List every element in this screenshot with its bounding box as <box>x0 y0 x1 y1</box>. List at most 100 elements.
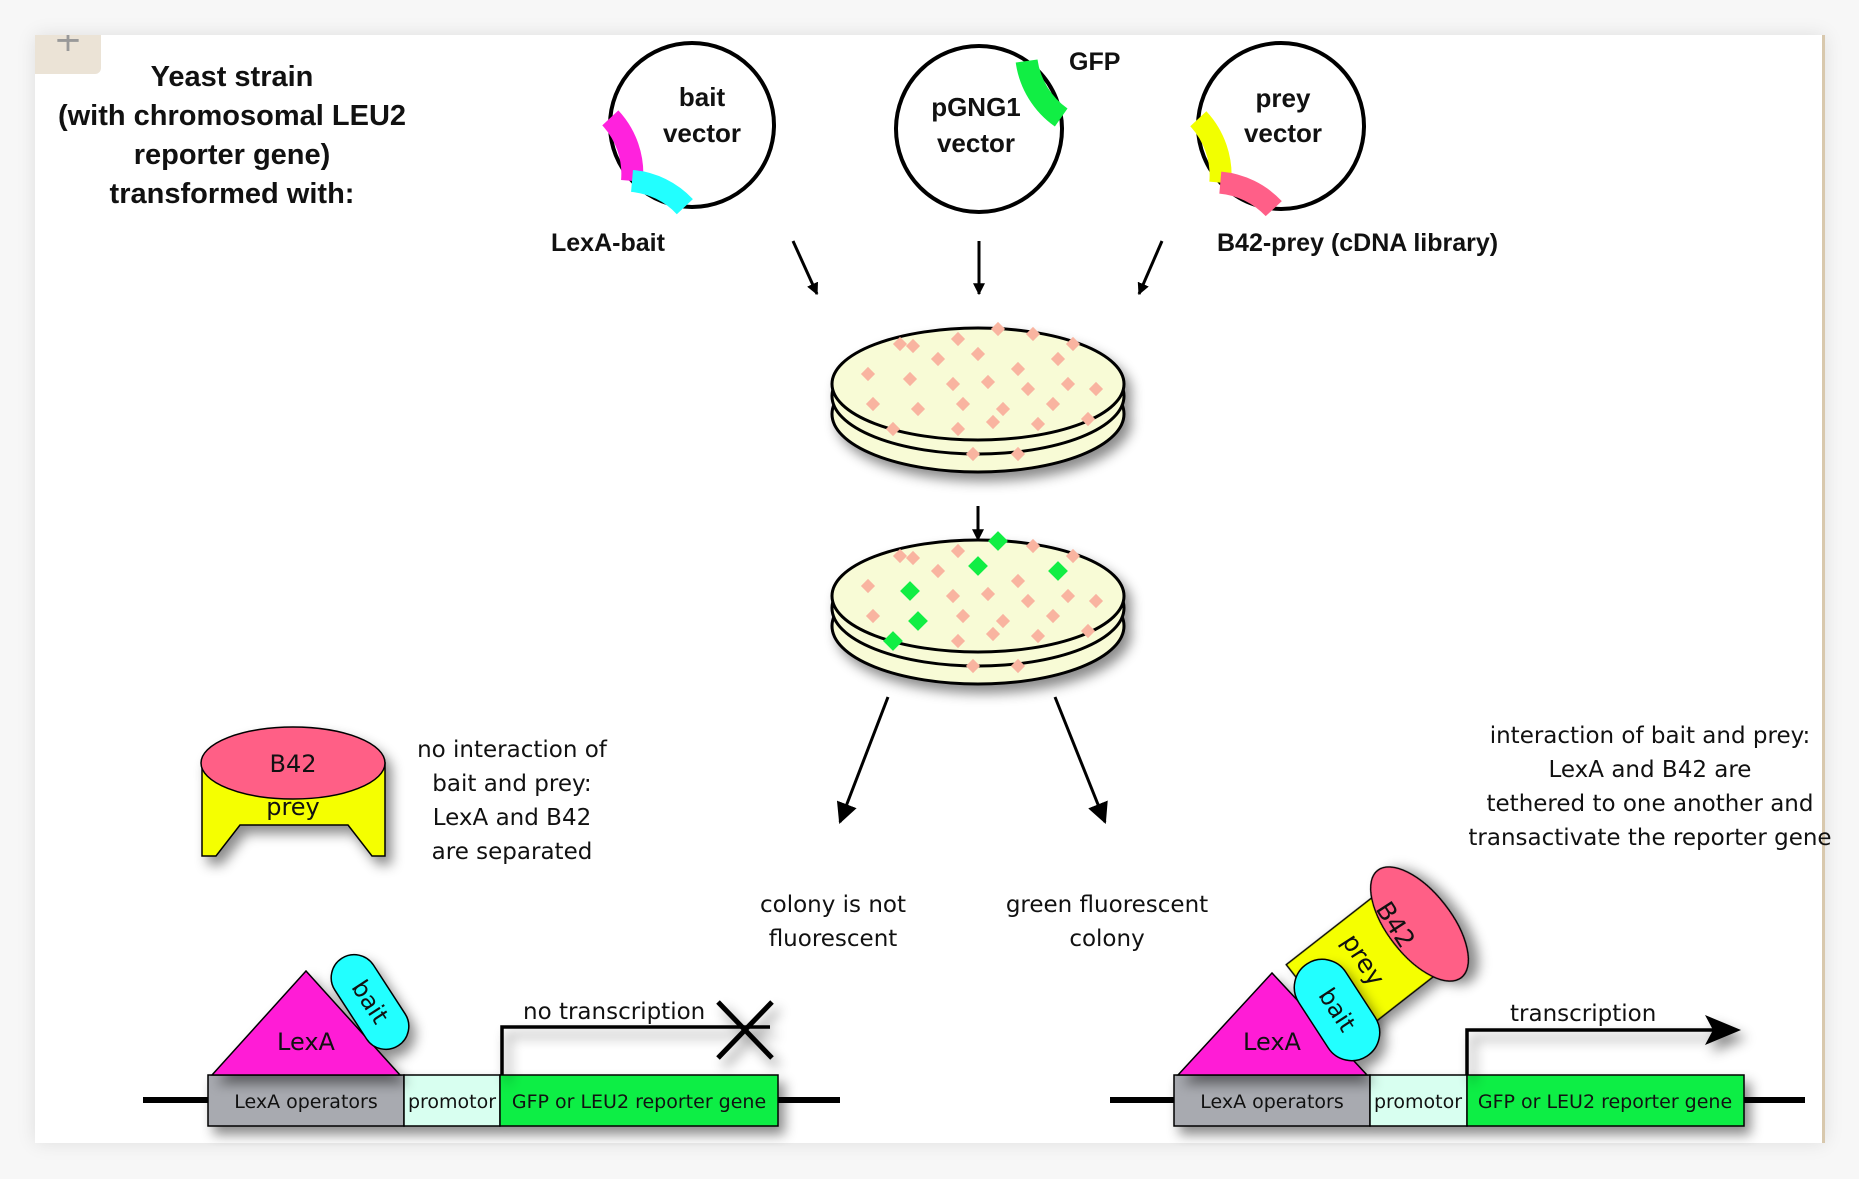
interaction-line: tethered to one another and <box>1487 791 1814 817</box>
colony <box>1020 593 1036 609</box>
promotor-label: promotor <box>408 1091 496 1113</box>
colony <box>950 633 966 649</box>
colony <box>1060 376 1076 392</box>
colony <box>1010 361 1026 377</box>
outcome-negative-line: fluorescent <box>769 926 898 952</box>
vector-name: bait <box>679 82 726 112</box>
title-line-4: transformed with: <box>110 178 355 210</box>
prey-segment <box>1218 171 1282 217</box>
colony <box>1030 416 1046 432</box>
colony <box>905 338 921 354</box>
title-line-2: (with chromosomal LEU2 <box>58 100 406 132</box>
colony <box>905 550 921 566</box>
colony <box>1065 336 1081 352</box>
right-reporter-construct: LexA operators promotor GFP or LEU2 repo… <box>1110 866 1805 1127</box>
gfp-segment <box>1015 59 1068 127</box>
transcription-line <box>500 1025 770 1075</box>
colony <box>865 608 881 624</box>
green-colony <box>1048 561 1068 581</box>
vector-name: prey <box>1256 83 1311 113</box>
colony <box>995 613 1011 629</box>
colony <box>1080 623 1096 639</box>
promotor-label: promotor <box>1374 1091 1462 1113</box>
colony <box>980 586 996 602</box>
colony <box>930 351 946 367</box>
colony <box>950 543 966 559</box>
colony <box>1088 593 1104 609</box>
petri-dish-screened <box>830 531 1126 686</box>
interaction-line: LexA and B42 are <box>1549 757 1752 783</box>
colony <box>910 401 926 417</box>
operators-box <box>207 1074 405 1127</box>
colony <box>995 401 1011 417</box>
vector-label: B42-prey (cDNA library) <box>1217 229 1498 257</box>
promotor-box <box>1369 1074 1468 1127</box>
colony <box>950 421 966 437</box>
promotor-box <box>403 1074 501 1127</box>
b42-top <box>200 726 386 800</box>
arrowhead-icon <box>1705 1015 1741 1045</box>
vector-name: vector <box>937 128 1015 158</box>
gene-label: GFP or LEU2 reporter gene <box>512 1091 766 1113</box>
arrow-icon <box>1053 696 1108 824</box>
title-line-3: reporter gene) <box>134 139 331 171</box>
colony <box>990 321 1006 337</box>
colony <box>1010 573 1026 589</box>
interaction-line: transactivate the reporter gene <box>1468 825 1831 851</box>
reporter-gene-box <box>1466 1074 1745 1127</box>
green-colony <box>900 581 920 601</box>
colony <box>1045 608 1061 624</box>
green-colony <box>908 611 928 631</box>
outcome-negative-line: colony is not <box>760 892 906 918</box>
outcome-positive-line: green fluorescent <box>1006 892 1208 918</box>
arrow-icon <box>1137 240 1164 296</box>
green-colony <box>968 556 988 576</box>
colony <box>1010 446 1026 462</box>
operators-label: LexA operators <box>234 1091 378 1113</box>
bait-vector: bait vector LexA-bait <box>551 41 776 257</box>
colony <box>985 414 1001 430</box>
colony <box>860 366 876 382</box>
colony <box>945 376 961 392</box>
bait-pill <box>1293 958 1381 1062</box>
b42-segment <box>1190 111 1232 184</box>
bait-segment <box>630 169 693 215</box>
colony <box>1010 658 1026 674</box>
no-transcription-label: no transcription <box>523 999 705 1025</box>
dish-lid <box>830 538 1126 654</box>
vector-name: vector <box>663 118 741 148</box>
transcription-label: transcription <box>1510 1001 1656 1027</box>
colony <box>985 626 1001 642</box>
colony <box>950 331 966 347</box>
vector-name: vector <box>1244 118 1322 148</box>
colony <box>865 396 881 412</box>
pgng1-vector: pGNG1 vector GFP <box>894 44 1120 214</box>
plasmid-ring <box>894 44 1064 214</box>
left-reporter-construct: LexA operators promotor GFP or LEU2 repo… <box>143 953 840 1127</box>
gene-label: GFP or LEU2 reporter gene <box>1478 1091 1732 1113</box>
colony <box>1025 326 1041 342</box>
colony <box>930 563 946 579</box>
colony <box>902 371 918 387</box>
colony <box>1025 538 1041 554</box>
colony <box>1065 548 1081 564</box>
title-line-1: Yeast strain <box>151 61 314 93</box>
b42-label: B42 <box>269 750 316 778</box>
arrow-icon <box>836 696 890 824</box>
colony <box>955 396 971 412</box>
reporter-gene-box <box>499 1074 779 1127</box>
b42-top <box>1369 866 1470 982</box>
expand-tab[interactable]: + <box>35 35 101 74</box>
plus-icon: + <box>53 35 83 60</box>
lexa-label: LexA <box>277 1028 335 1056</box>
colony <box>965 658 981 674</box>
colony <box>1060 588 1076 604</box>
colony <box>955 608 971 624</box>
green-colony <box>883 631 903 651</box>
x-mark-icon <box>716 1000 774 1060</box>
lexa-label: LexA <box>1243 1028 1301 1056</box>
no-interaction-line: are separated <box>432 839 593 865</box>
colony <box>965 446 981 462</box>
green-colony <box>988 531 1008 551</box>
